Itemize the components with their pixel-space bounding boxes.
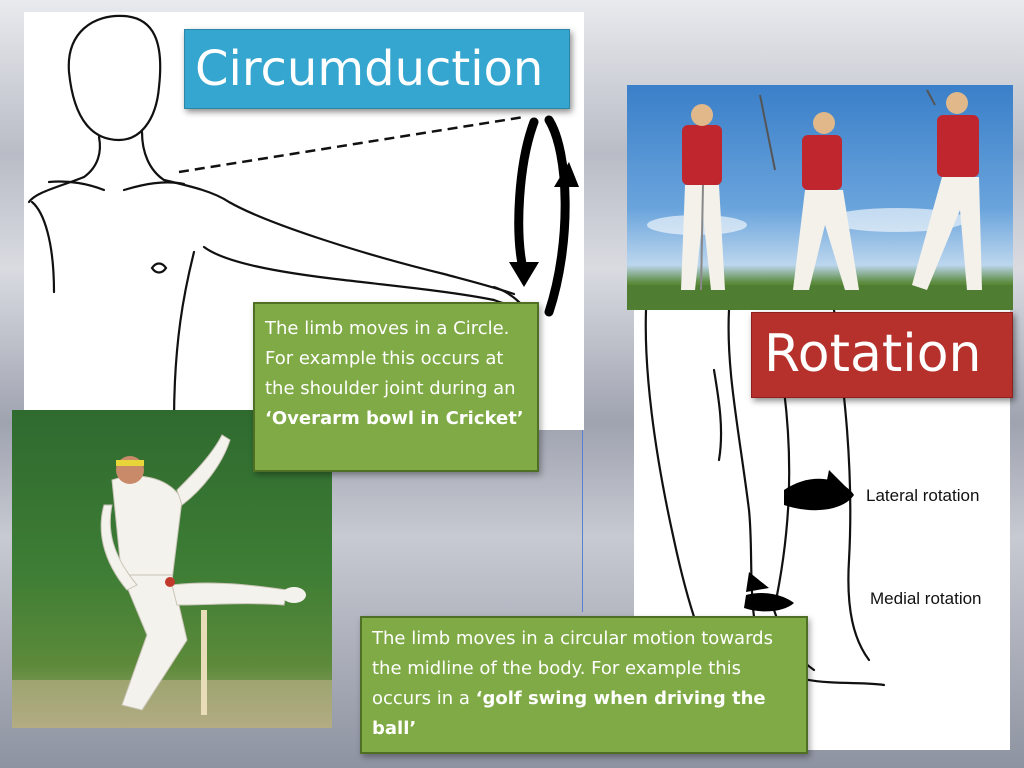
circumduction-description-text: The limb moves in a Circle. For example … bbox=[265, 318, 516, 399]
rotation-description-text: The limb moves in a circular motion towa… bbox=[372, 628, 773, 709]
rotation-description: The limb moves in a circular motion towa… bbox=[360, 616, 808, 754]
circumduction-description: The limb moves in a Circle. For example … bbox=[253, 302, 539, 472]
circumduction-title-text: Circumduction bbox=[195, 41, 544, 97]
medial-rotation-label: Medial rotation bbox=[870, 589, 982, 608]
rotation-title: Rotation bbox=[751, 312, 1013, 398]
bowler-figure bbox=[12, 434, 332, 728]
shoulder-drawing bbox=[27, 14, 579, 424]
circumduction-title: Circumduction bbox=[184, 29, 570, 109]
golfer-figures bbox=[627, 89, 1013, 310]
lateral-rotation-label: Lateral rotation bbox=[866, 486, 980, 505]
golf-swing-photo bbox=[627, 85, 1013, 310]
rotation-description-bold: ‘golf swing when driving the ball’ bbox=[372, 688, 766, 739]
circumduction-description-bold: ‘Overarm bowl in Cricket’ bbox=[265, 408, 524, 429]
rotation-title-text: Rotation bbox=[764, 324, 982, 384]
